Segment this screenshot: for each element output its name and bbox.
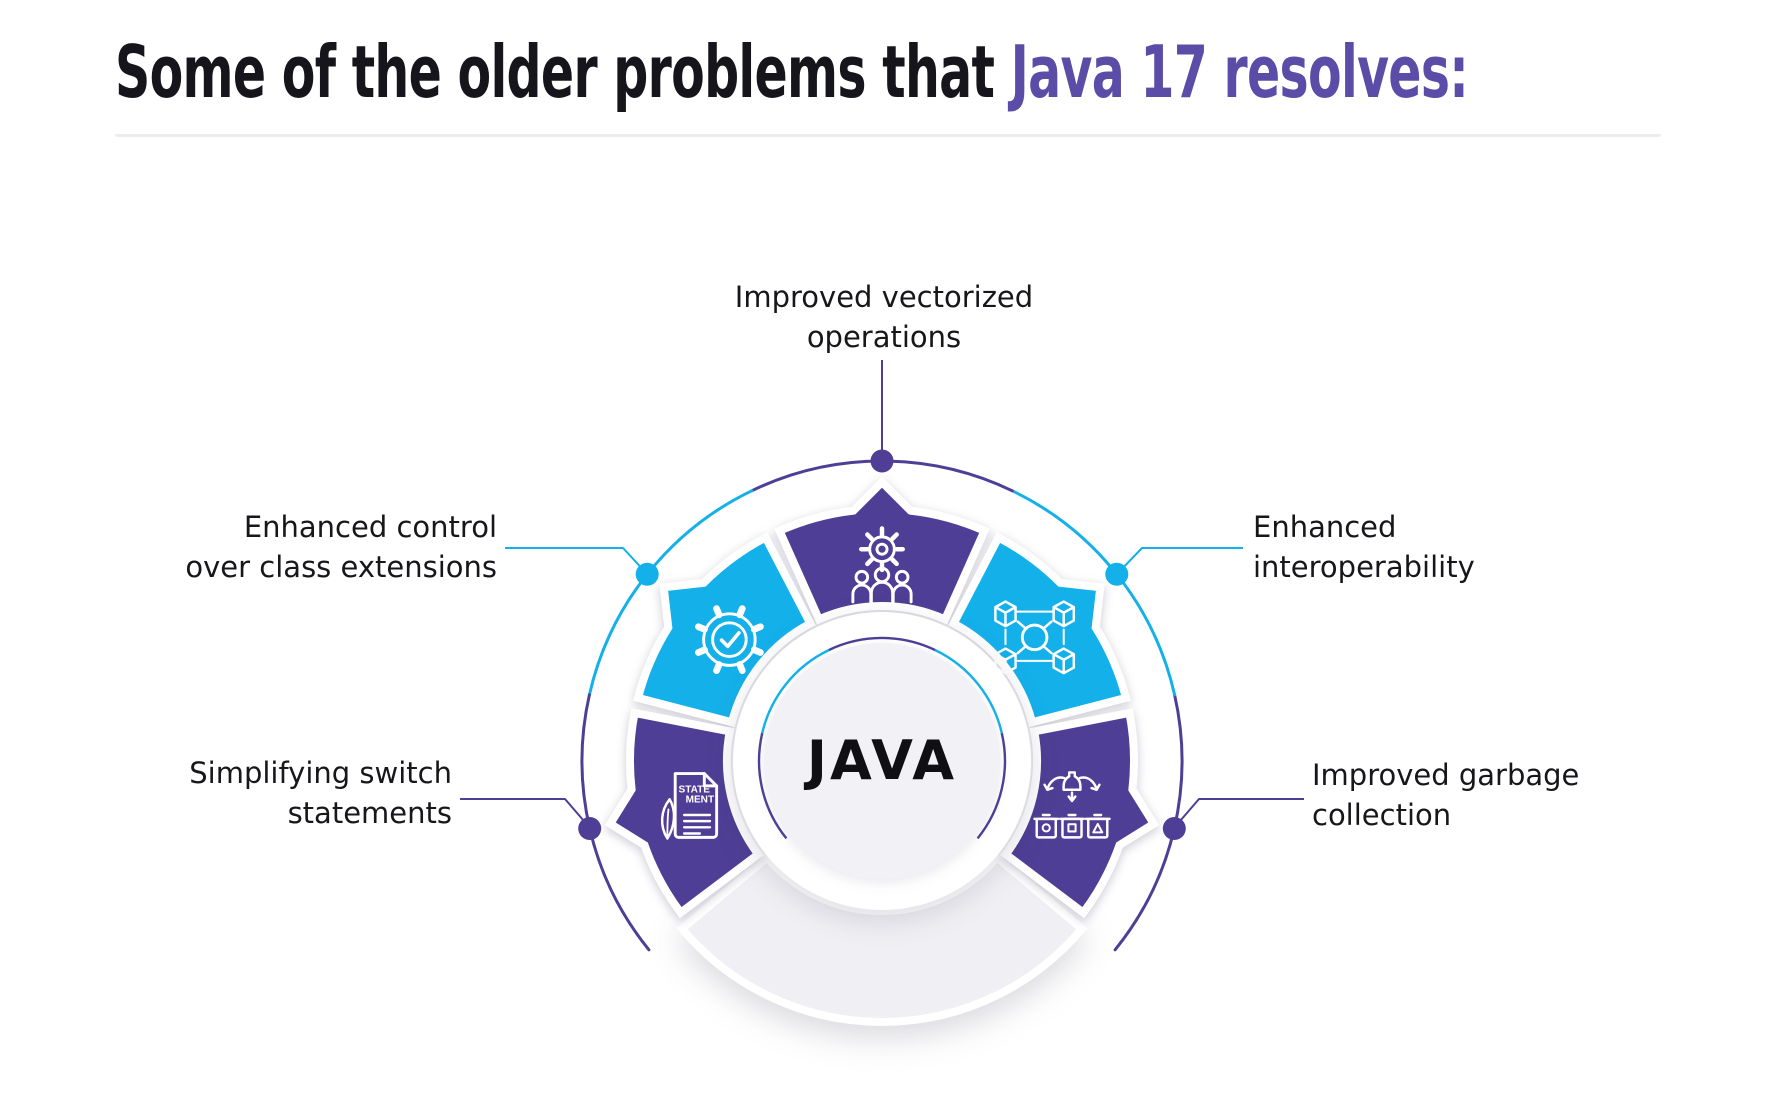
connector-line-switch-statements (460, 798, 591, 829)
wedge-switch-statements (604, 708, 764, 919)
title-accent: Java 17 resolves: (1010, 30, 1469, 114)
connector-dot-vectorized-operations (870, 449, 894, 473)
title-divider (115, 134, 1661, 137)
recycle-bins-icon (1033, 771, 1111, 839)
connector-dot-class-extensions (635, 562, 659, 586)
statement-icon-text: STATE (678, 785, 710, 796)
label-enhanced-control-over-class-extensions: Enhanced control over class extensions (97, 507, 497, 587)
label-line: operations (806, 320, 962, 354)
label-improved-vectorized-operations: Improved vectorized operations (634, 277, 1134, 357)
center-ring-accent (760, 648, 830, 735)
center-java-label: JAVA (806, 729, 958, 792)
connector-line-class-extensions (505, 547, 648, 575)
center-ring-accent (757, 733, 788, 840)
label-line: Enhanced control (243, 510, 497, 544)
page-title: Some of the older problems that Java 17 … (115, 30, 1469, 114)
label-enhanced-interoperability: Enhanced interoperability (1253, 507, 1673, 587)
connector-dot-switch-statements (578, 817, 602, 840)
label-line: Improved vectorized (734, 280, 1034, 314)
wedge-class-extensions (633, 532, 816, 728)
center-circle (764, 643, 1000, 879)
wedge-interoperability (948, 532, 1131, 728)
label-improved-garbage-collection: Improved garbage collection (1312, 755, 1732, 835)
label-line: interoperability (1253, 550, 1475, 584)
wedge-vectorized-operations (774, 476, 990, 625)
center-ring-accent (827, 636, 937, 652)
team-gear-icon (851, 526, 913, 604)
label-line: collection (1312, 798, 1452, 832)
gear-check-icon (695, 605, 764, 674)
center-ring-accent (934, 648, 1004, 735)
label-line: Enhanced (1253, 510, 1397, 544)
label-line: Simplifying switch (189, 756, 452, 790)
label-simplifying-switch-statements: Simplifying switch statements (52, 753, 452, 833)
title-text: Some of the older problems that (115, 30, 1011, 114)
connector-line-interoperability (1116, 547, 1243, 575)
label-line: Improved garbage (1312, 758, 1580, 792)
wedge-garbage-collection (1000, 708, 1160, 919)
label-line: statements (287, 796, 452, 830)
wheel-base (676, 851, 1088, 1026)
connector-line-garbage-collection (1173, 798, 1304, 829)
connector-dot-interoperability (1105, 562, 1129, 586)
connector-dot-garbage-collection (1162, 817, 1186, 840)
statement-icon-text: MENT (686, 795, 715, 806)
center-ring-accent (976, 733, 1007, 840)
network-cubes-icon (994, 600, 1076, 675)
label-line: over class extensions (185, 550, 497, 584)
